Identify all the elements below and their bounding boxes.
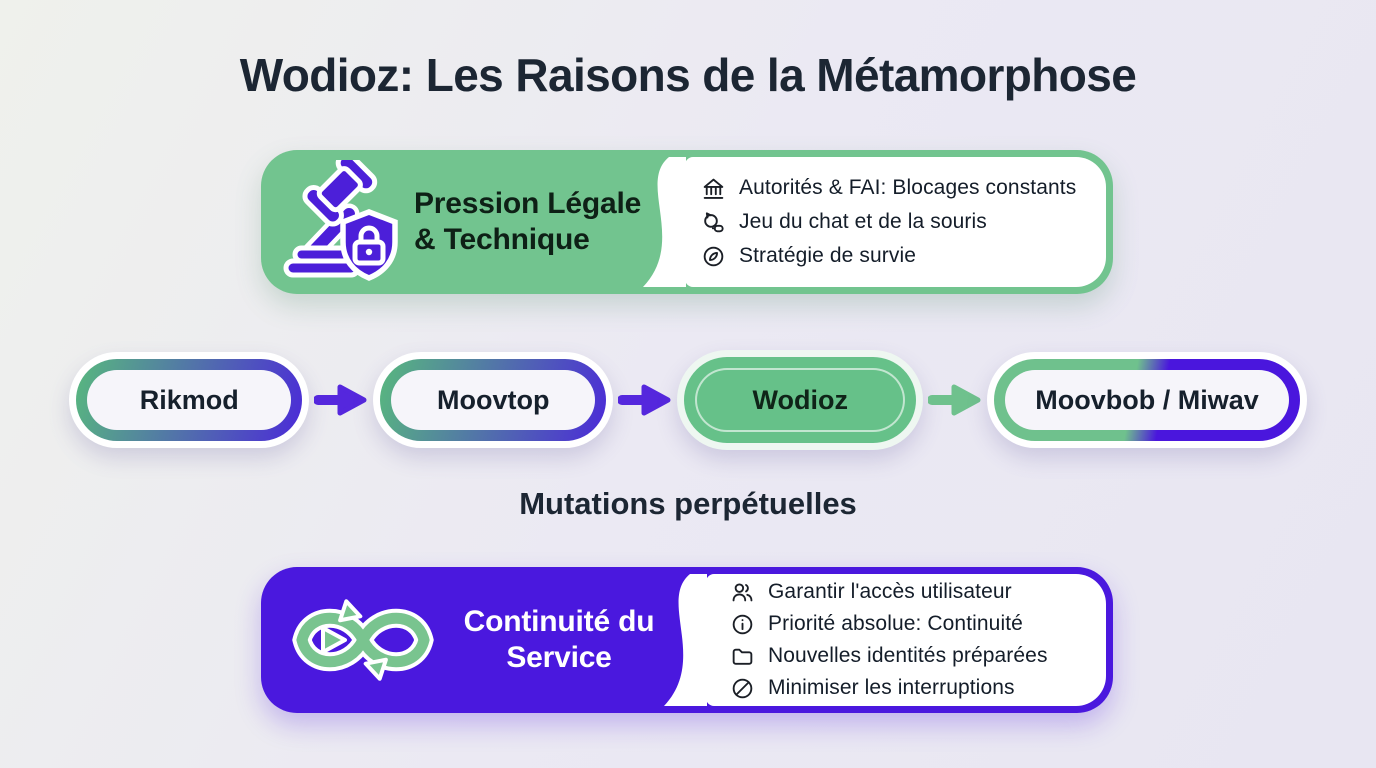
list-item: Jeu du chat et de la souris (701, 210, 1106, 235)
gavel-shield-lock-icon (283, 160, 398, 281)
continuity-card-title: Continuité du Service (463, 605, 655, 674)
flow-node-rikmod: Rikmod (69, 352, 310, 448)
continuity-card-details-panel: Garantir l'accès utilisateur Priorité ab… (664, 574, 1106, 706)
arrow-right-icon (928, 384, 981, 416)
landmark-icon (703, 178, 724, 199)
list-item: Garantir l'accès utilisateur (730, 580, 1106, 605)
infinity-play-icon (292, 599, 434, 681)
flow-node-wodioz: Wodioz (677, 350, 924, 450)
list-item: Nouvelles identités préparées (730, 644, 1106, 669)
compass-icon (703, 246, 724, 266)
continuity-card: Continuité du Service Garantir l'accès u… (261, 567, 1113, 713)
users-icon (732, 582, 753, 601)
flow-caption: Mutations perpétuelles (519, 486, 857, 521)
cat-mouse-icon (704, 211, 724, 232)
ban-icon (732, 678, 753, 698)
list-item: Minimiser les interruptions (730, 676, 1106, 701)
wave-edge (643, 157, 686, 287)
pressure-card-details-panel: Autorités & FAI: Blocages constants Jeu … (643, 157, 1106, 287)
info-icon (732, 614, 753, 634)
pressure-card-title: Pression Légale & Technique (414, 187, 642, 256)
arrow-right-icon (314, 384, 367, 416)
folder-icon (732, 648, 753, 665)
wave-edge (664, 574, 707, 706)
list-item: Autorités & FAI: Blocages constants (701, 176, 1106, 201)
list-item: Stratégie de survie (701, 244, 1106, 269)
evolution-flow: Rikmod Moovtop Wodioz Moovbob / Miwav (0, 350, 1376, 450)
flow-node-moovtop: Moovtop (373, 352, 614, 448)
page-title: Wodioz: Les Raisons de la Métamorphose (239, 49, 1137, 101)
arrow-right-icon (618, 384, 671, 416)
list-item: Priorité absolue: Continuité (730, 612, 1106, 637)
flow-node-moovbob-miwav: Moovbob / Miwav (987, 352, 1307, 448)
pressure-card: Pression Légale & Technique Autorités & … (261, 150, 1113, 294)
